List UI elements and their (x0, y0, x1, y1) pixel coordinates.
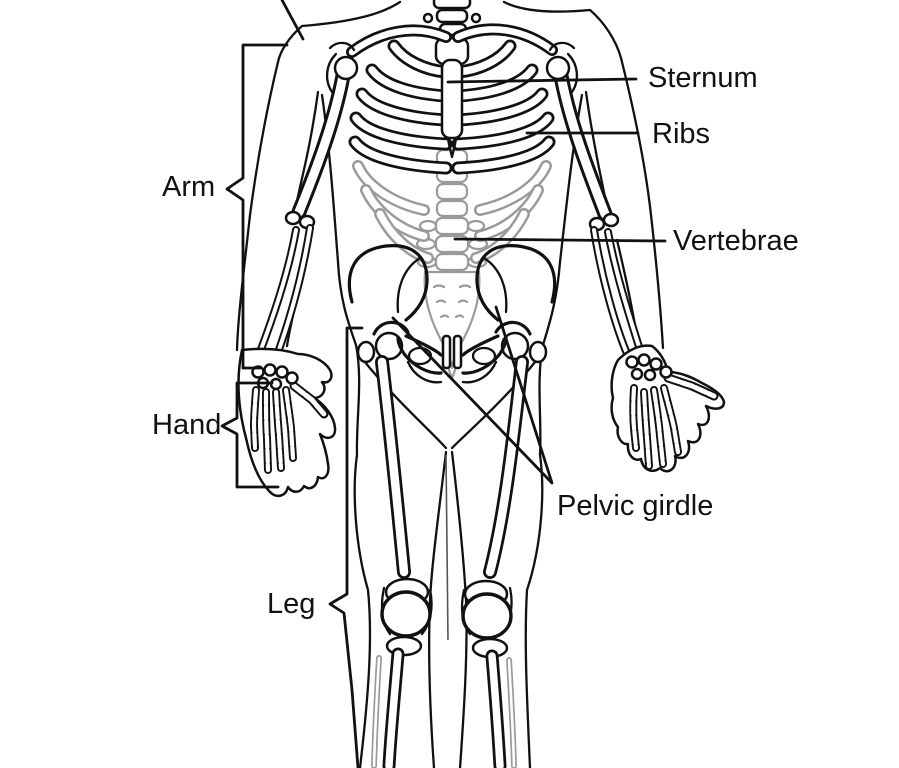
left-arm-bones (260, 55, 359, 358)
label-vertebrae: Vertebrae (673, 225, 799, 257)
label-leg: Leg (267, 588, 315, 620)
label-pelvic-girdle: Pelvic girdle (557, 490, 713, 522)
hand-bracket (220, 381, 280, 489)
label-sternum: Sternum (648, 62, 758, 94)
labels: Sternum Ribs Vertebrae Arm Hand Pelvic g… (152, 62, 799, 620)
label-hand: Hand (152, 409, 221, 441)
left-hand (237, 347, 337, 498)
label-arm: Arm (162, 171, 215, 203)
right-hand (610, 344, 726, 473)
leader-lines (220, 0, 667, 768)
right-leg-bones (460, 362, 522, 766)
cropped-leader-line (280, 0, 305, 41)
leg-bracket (328, 326, 364, 768)
arm-bracket (225, 43, 289, 370)
pelvic-girdle-leader-lines (391, 305, 554, 485)
sternum-bone (434, 36, 470, 159)
body-outline (235, 0, 665, 768)
sacrum (423, 270, 481, 380)
sternum-leader-line (446, 77, 638, 84)
pelvic-girdle-bones (347, 244, 557, 384)
right-arm-bones (545, 55, 640, 356)
left-leg-bones (374, 362, 433, 766)
vertebrae-leader-line (453, 237, 667, 243)
label-ribs: Ribs (652, 118, 710, 150)
